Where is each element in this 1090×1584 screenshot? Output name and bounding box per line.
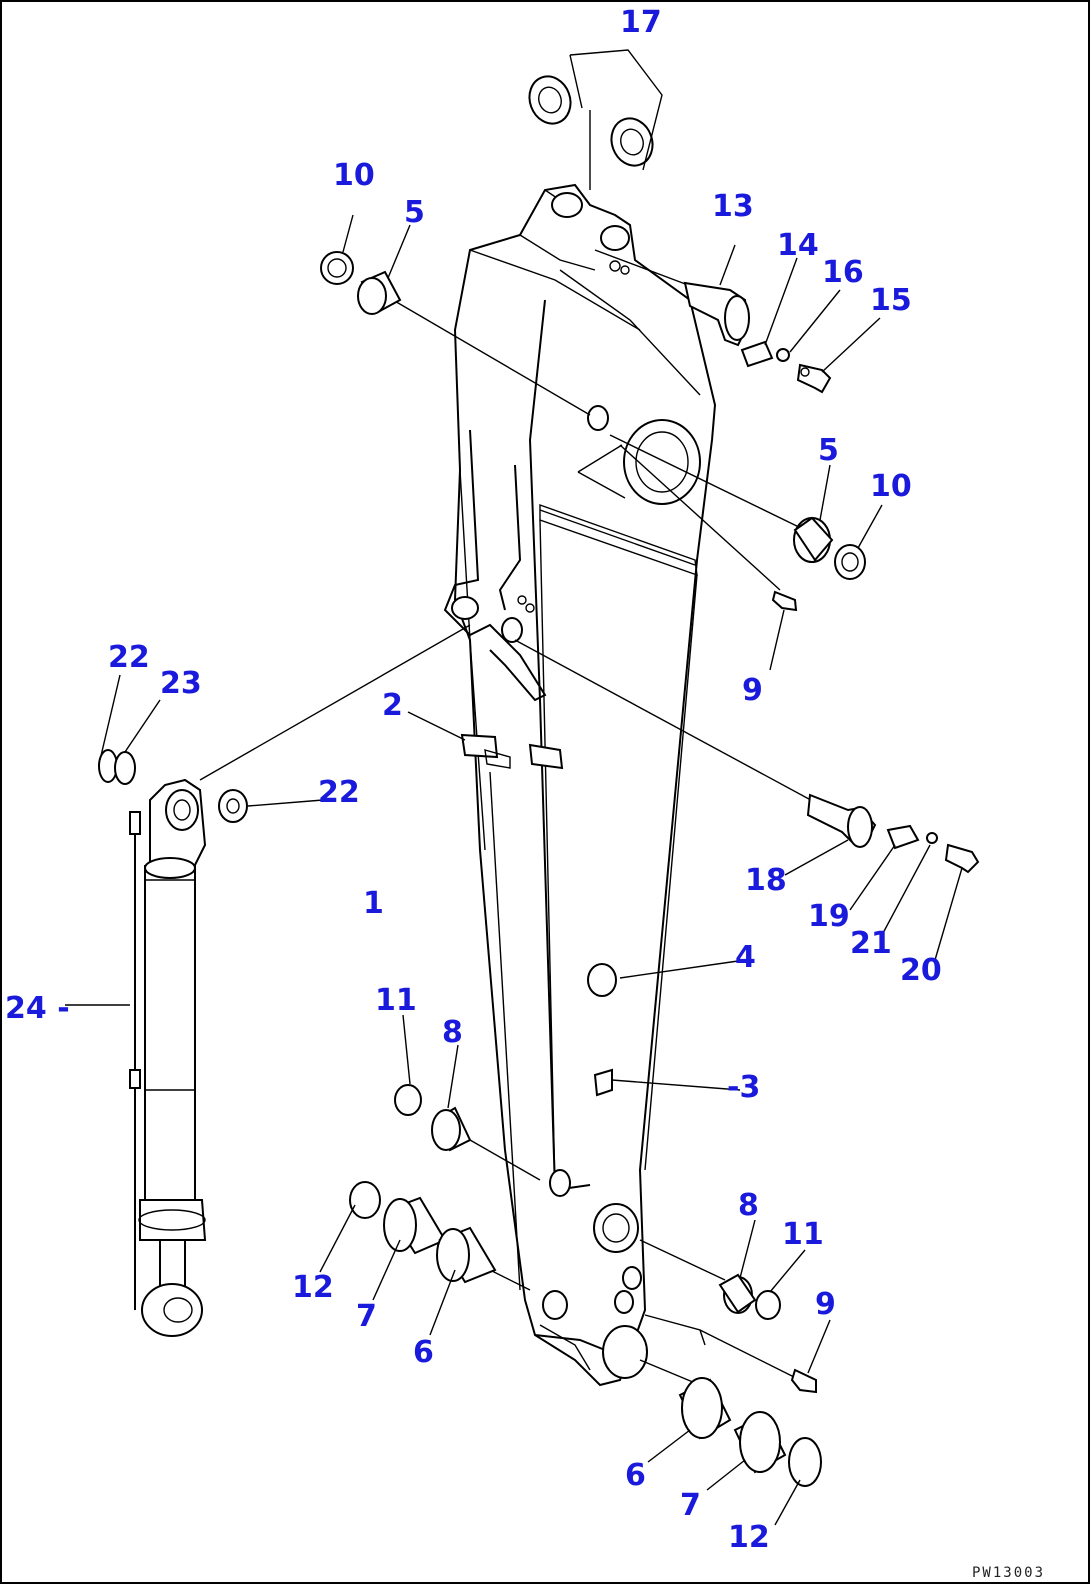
callout-3: -3 bbox=[727, 1070, 760, 1105]
callout-11: 11 bbox=[375, 983, 417, 1018]
callout-5: 5 bbox=[818, 433, 839, 468]
callout-22: 22 bbox=[108, 640, 150, 675]
callout-16: 16 bbox=[822, 255, 864, 290]
leader-lines bbox=[65, 214, 963, 1526]
callout-5: 5 bbox=[404, 195, 425, 230]
callout-6: 6 bbox=[625, 1458, 646, 1493]
callout-23: 23 bbox=[160, 666, 202, 701]
callout-4: 4 bbox=[735, 940, 756, 975]
callout-24: 24 - bbox=[5, 991, 70, 1026]
callout-18: 18 bbox=[745, 863, 787, 898]
callout-14: 14 bbox=[777, 228, 819, 263]
callout-2: 2 bbox=[382, 688, 403, 723]
callout-8: 8 bbox=[442, 1015, 463, 1050]
part-17-bushings bbox=[528, 49, 663, 171]
callout-19: 19 bbox=[808, 899, 850, 934]
callout-7: 7 bbox=[356, 1299, 377, 1334]
callout-6: 6 bbox=[413, 1335, 434, 1370]
hardware bbox=[98, 251, 980, 1487]
drawing-code: PW13003 bbox=[972, 1565, 1045, 1581]
callout-9: 9 bbox=[815, 1287, 836, 1322]
callout-12: 12 bbox=[728, 1520, 770, 1555]
callout-13: 13 bbox=[712, 189, 754, 224]
callout-labels: 17 10 5 13 14 16 15 5 10 9 22 23 2 22 18… bbox=[5, 5, 942, 1555]
callout-10: 10 bbox=[870, 469, 912, 504]
callout-17: 17 bbox=[620, 5, 662, 40]
assembly-axes bbox=[199, 110, 821, 1386]
callout-11: 11 bbox=[782, 1217, 824, 1252]
callout-9: 9 bbox=[742, 673, 763, 708]
boom-body bbox=[443, 183, 717, 1387]
callout-7: 7 bbox=[680, 1488, 701, 1523]
boom-cylinder bbox=[129, 778, 207, 1337]
callout-22: 22 bbox=[318, 775, 360, 810]
callout-15: 15 bbox=[870, 283, 912, 318]
callout-20: 20 bbox=[900, 953, 942, 988]
callout-12: 12 bbox=[292, 1270, 334, 1305]
callout-8: 8 bbox=[738, 1188, 759, 1223]
callout-10: 10 bbox=[333, 158, 375, 193]
callout-21: 21 bbox=[850, 926, 892, 961]
callout-1: 1 bbox=[363, 886, 384, 921]
